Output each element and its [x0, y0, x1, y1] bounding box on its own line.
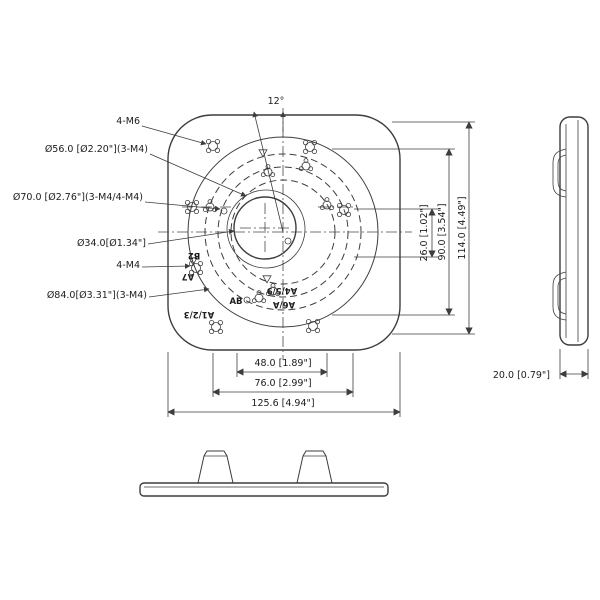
leader-line	[149, 153, 247, 197]
port-label-a459: A4/5/9	[267, 285, 298, 295]
front-view: B2 A7 A1/2/3 AB A4/5/9 A6/A	[158, 108, 412, 360]
screw-hole-icon	[305, 318, 321, 334]
mount-post	[296, 450, 333, 484]
callout-d34: Ø34.0[Ø1.34"]	[77, 238, 146, 249]
port-label-a7: A7	[182, 271, 195, 281]
screw-hole-icon	[298, 158, 314, 172]
bolt-circle-84	[204, 153, 362, 311]
dim-125-text: 125.6 [4.94"]	[251, 398, 314, 409]
center-hole	[233, 196, 297, 260]
leader-line	[144, 201, 221, 212]
dim-26-text: 26.0 [1.02"]	[419, 204, 430, 261]
clip-hook	[552, 271, 567, 321]
dim-76-text: 76.0 [2.99"]	[254, 378, 311, 389]
angle-dim-text: 12°	[268, 96, 285, 107]
clip-hook	[552, 148, 567, 198]
dim-48-text: 48.0 [1.89"]	[254, 358, 311, 369]
side-view: 20.0 [0.79"]	[493, 116, 589, 381]
port-label-a123: A1/2/3	[184, 309, 215, 319]
screw-hole-icon	[205, 138, 221, 154]
dimensions-bottom: 48.0 [1.89"] 76.0 [2.99"] 125.6 [4.94"]	[167, 352, 401, 417]
port-label-ab: AB	[229, 297, 242, 307]
base-plate-outline	[139, 482, 389, 497]
leader-line	[148, 286, 210, 298]
position-marker-icon	[262, 275, 272, 284]
callout-d56: Ø56.0 [Ø2.20"](3-M4)	[45, 144, 148, 155]
side-profile-outline	[559, 116, 589, 346]
pin-hole	[284, 237, 292, 245]
dim-114-text: 114.0 [4.49"]	[457, 196, 468, 259]
callout-d70: Ø70.0 [Ø2.76"](3-M4/4-M4)	[13, 192, 143, 203]
bolt-circle-56	[230, 179, 336, 285]
screw-hole-icon	[319, 197, 335, 211]
callout-4-m6: 4-M6	[116, 116, 140, 127]
port-label-a6a: A6/A	[272, 299, 295, 309]
hole-boss-circle	[226, 189, 306, 269]
pin-hole	[220, 207, 228, 215]
callout-d84: Ø84.0[Ø3.31"](3-M4)	[47, 290, 147, 301]
dim-20-text: 20.0 [0.79"]	[493, 370, 550, 381]
leader-line	[141, 263, 191, 269]
callout-4-m4: 4-M4	[116, 260, 140, 271]
clip-hook	[557, 154, 567, 192]
clip-hook	[557, 277, 567, 315]
dimension-angle: 12°	[252, 96, 286, 233]
angle-leg-line	[252, 111, 284, 233]
leader-line	[141, 125, 207, 146]
bottom-view	[139, 450, 389, 497]
bolt-circle-70	[217, 166, 349, 298]
dimensions-right: 26.0 [1.02"] 90.0 [3.54"] 114.0 [4.49"]	[332, 121, 475, 335]
screw-hole-icon	[208, 319, 224, 335]
dim-90-text: 90.0 [3.54"]	[437, 203, 448, 260]
callouts: 4-M6 Ø56.0 [Ø2.20"](3-M4) Ø70.0 [Ø2.76"]…	[13, 116, 247, 301]
port-label-b2: B2	[188, 250, 200, 260]
boss-circle	[187, 136, 379, 328]
leader-line	[147, 228, 235, 245]
pin-hole	[243, 296, 251, 304]
screw-hole-icon	[202, 199, 218, 213]
mount-post	[197, 450, 234, 484]
